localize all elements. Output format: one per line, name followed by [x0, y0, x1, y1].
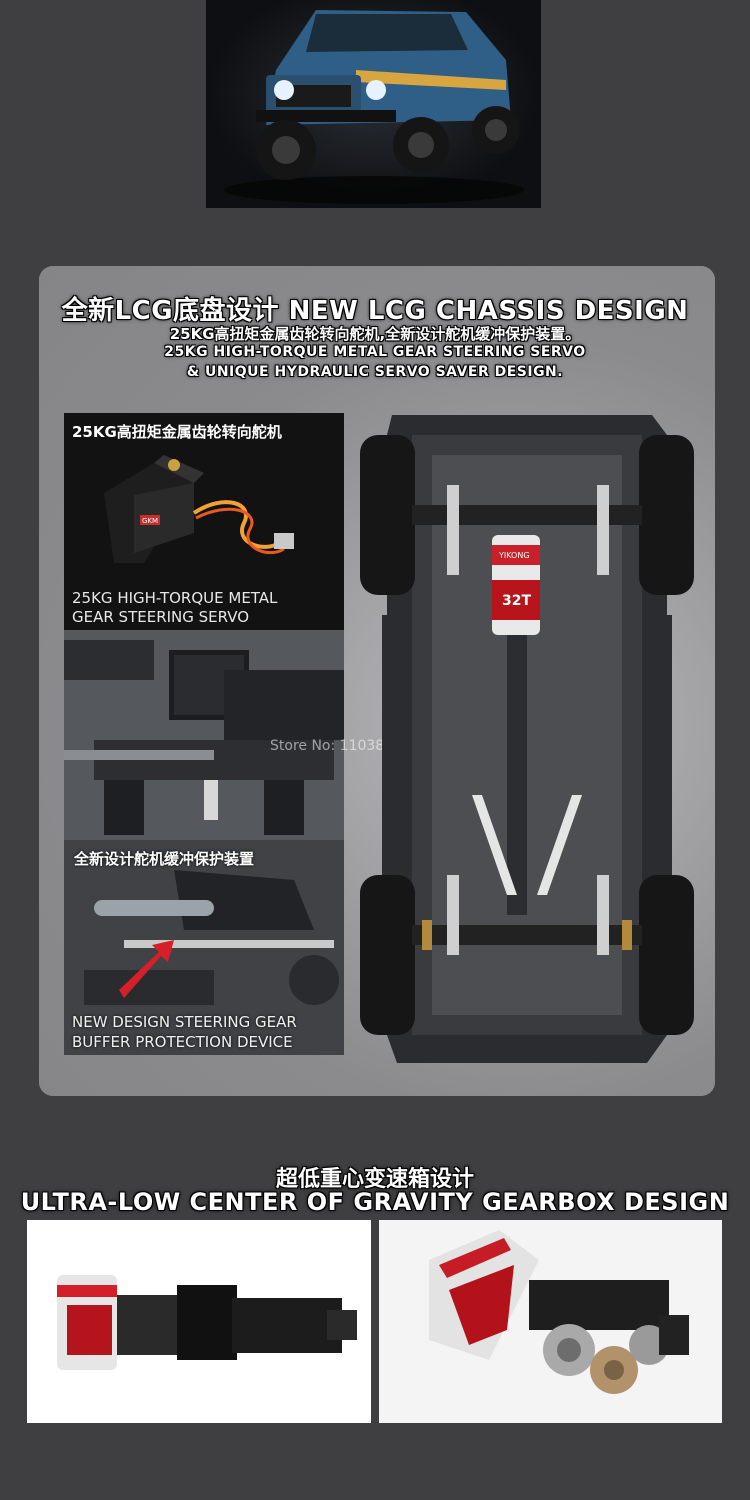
servo-mount-photo	[64, 630, 344, 840]
chassis-subtitle-cn: 25KG高扭矩金属齿轮转向舵机,全新设计舵机缓冲保护装置。	[169, 325, 581, 343]
servo-photo: GKM 25KG高扭矩金属齿轮转向舵机 25KG HIGH-TORQUE MET…	[64, 413, 344, 630]
servo-label: GKM	[142, 517, 158, 525]
gearbox-title-cn: 超低重心变速箱设计	[275, 1167, 474, 1192]
hero-car-image	[206, 0, 541, 208]
saver-caption: NEW DESIGN STEERING GEAR BUFFER PROTECTI…	[72, 1012, 297, 1052]
chassis-render: YIKONG 32T	[352, 395, 702, 1075]
gearbox-gears-photo	[379, 1220, 722, 1423]
saver-title-cn: 全新设计舵机缓冲保护装置	[74, 850, 255, 868]
servo-caption-line2: GEAR STEERING SERVO	[72, 608, 250, 626]
saver-caption-line1: NEW DESIGN STEERING GEAR	[72, 1013, 297, 1031]
saver-caption-line2: BUFFER PROTECTION DEVICE	[72, 1033, 293, 1051]
chassis-title: 全新LCG底盘设计 NEW LCG CHASSIS DESIGN	[61, 296, 689, 326]
chassis-subtitle-en-1: 25KG HIGH-TORQUE METAL GEAR STEERING SER…	[164, 344, 586, 360]
gearbox-side-photo	[27, 1220, 371, 1423]
servo-title-cn: 25KG高扭矩金属齿轮转向舵机	[72, 423, 282, 441]
motor-model-label: 32T	[502, 593, 531, 609]
servo-caption: 25KG HIGH-TORQUE METAL GEAR STEERING SER…	[72, 589, 277, 627]
chassis-subtitle-en-2: & UNIQUE HYDRAULIC SERVO SAVER DESIGN.	[186, 364, 564, 380]
servo-saver-photo: 全新设计舵机缓冲保护装置 NEW DESIGN STEERING GEAR BU…	[64, 840, 344, 1055]
motor-brand-label: YIKONG	[498, 551, 530, 560]
gearbox-title-en: ULTRA-LOW CENTER OF GRAVITY GEARBOX DESI…	[20, 1188, 730, 1216]
servo-caption-line1: 25KG HIGH-TORQUE METAL	[72, 589, 278, 607]
